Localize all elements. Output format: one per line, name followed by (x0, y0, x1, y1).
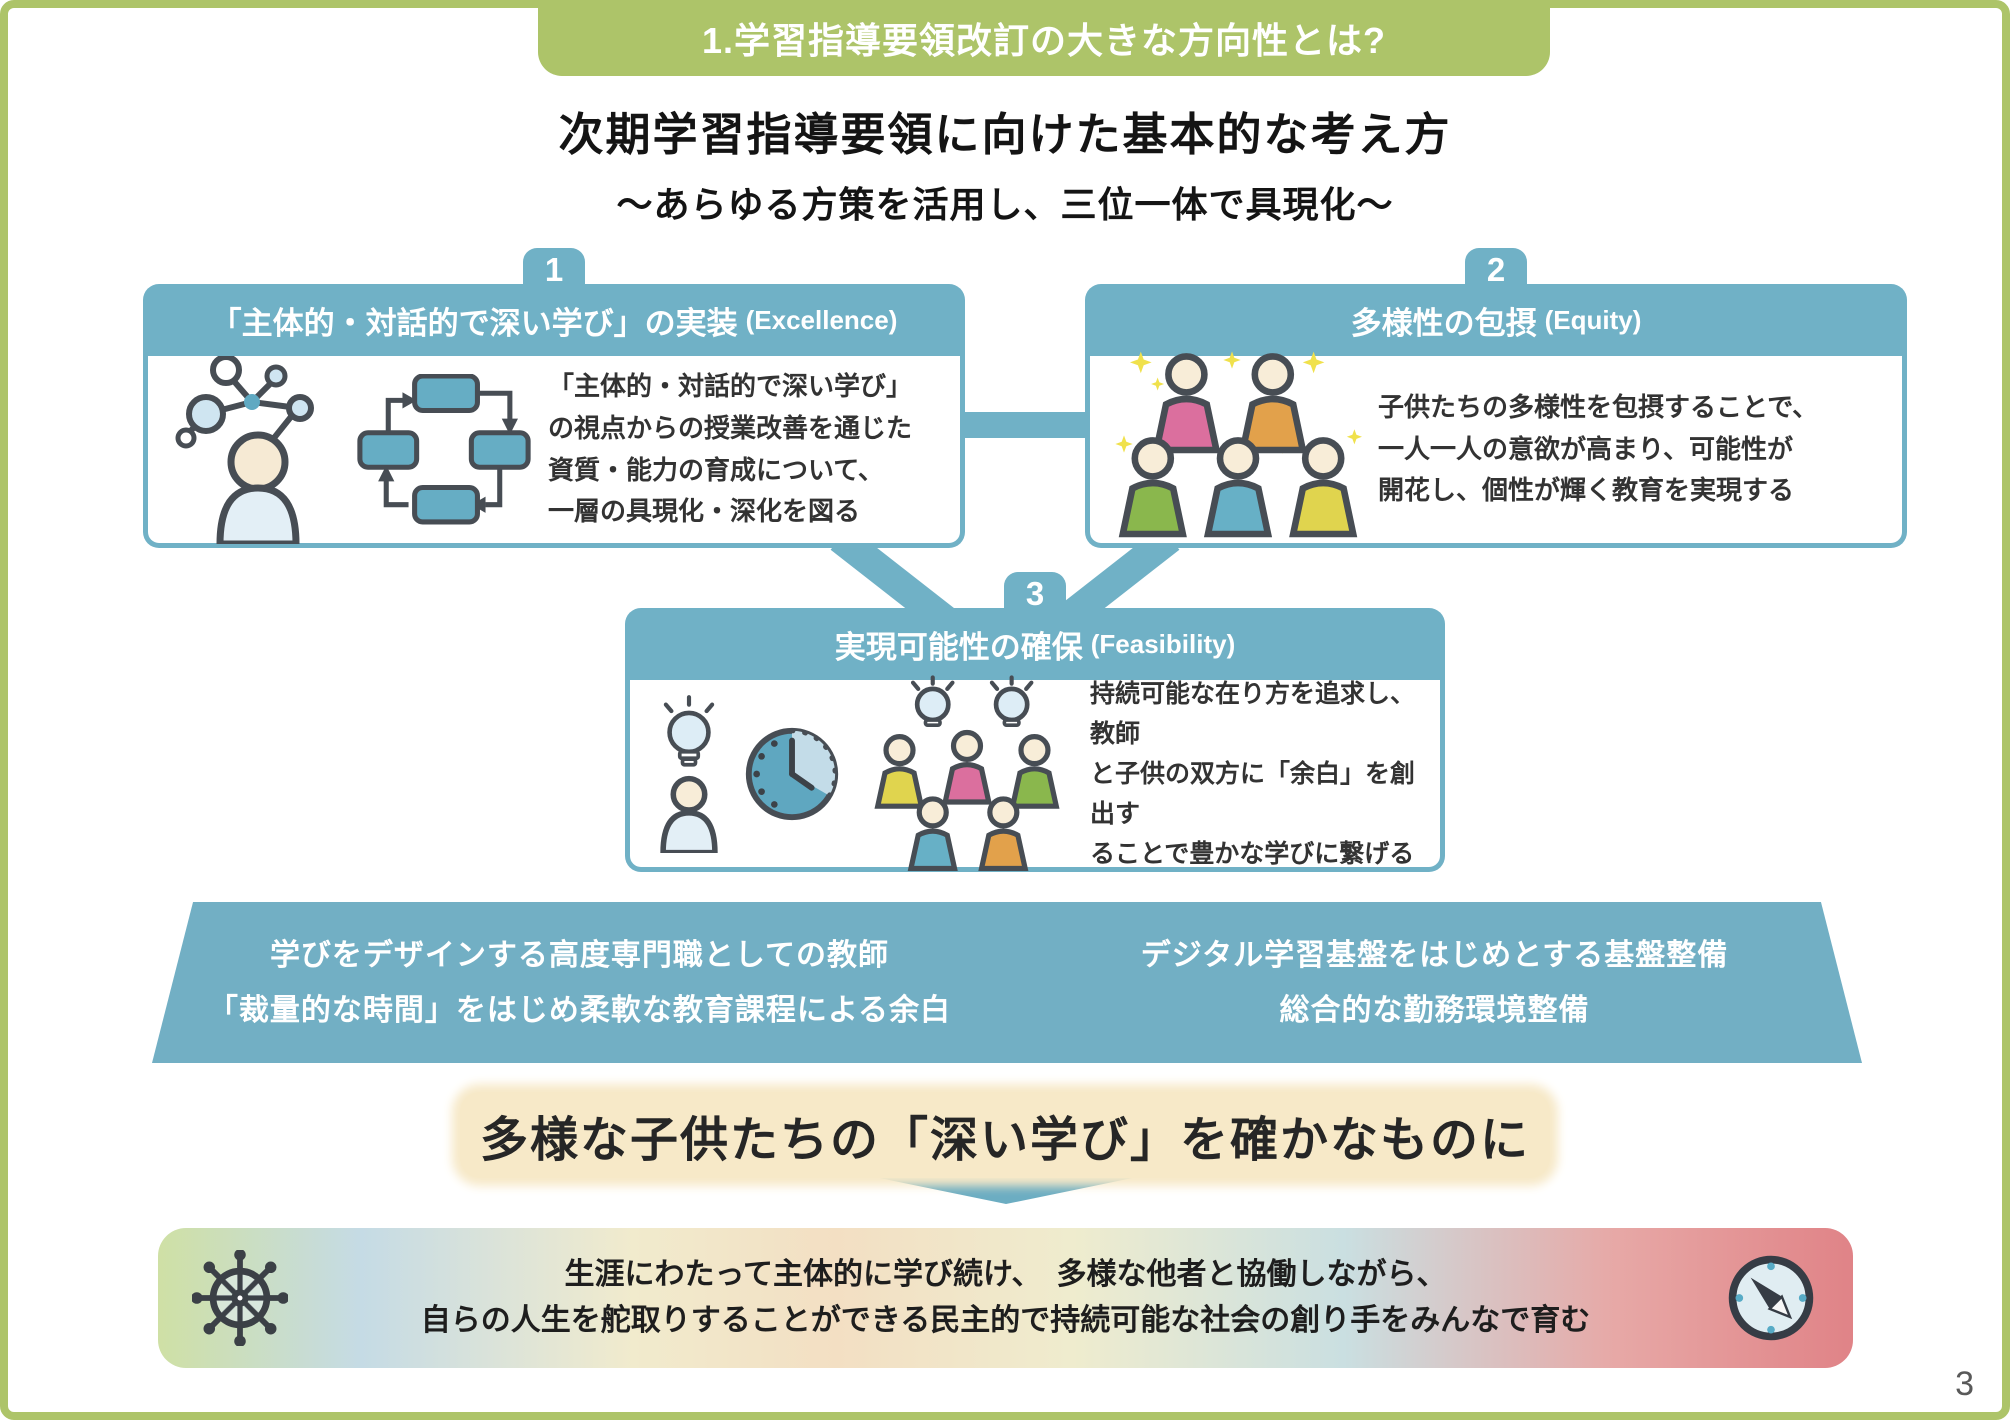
card1-title-en: (Excellence) (745, 304, 898, 335)
card3-text: 持続可能な在り方を追求し、教師 と子供の双方に「余白」を創出す ることで豊かな学… (1090, 679, 1416, 868)
ship-wheel-icon (192, 1250, 288, 1346)
network-person-icon (175, 355, 314, 544)
card2-title: 多様性の包摂 (1350, 305, 1537, 341)
goal-line-1: 生涯にわたって主体的に学び続け、 多様な他者と協働しながら、 (564, 1257, 1447, 1291)
foundation-item-work-environment: 総合的な勤務環境整備 (1279, 994, 1590, 1028)
card1-title: 「主体的・対話的で深い学び」の実装 (210, 305, 738, 341)
page-subtitle: 〜あらゆる方策を活用し、三位一体で具現化〜 (616, 184, 1394, 225)
foundation-item-digital: デジタル学習基盤をはじめとする基盤整備 (1140, 938, 1729, 972)
card3-number: 3 (1025, 575, 1045, 612)
card2-body: 子供たちの多様性を包摂することで、 一人一人の意欲が高まり、可能性が 開花し、個… (1085, 350, 1907, 548)
card3-title-en: (Feasibility) (1090, 628, 1236, 659)
idea-person-icon (660, 694, 718, 853)
card2-text: 子供たちの多様性を包摂することで、 一人一人の意欲が高まり、可能性が 開花し、個… (1378, 392, 1819, 506)
foundation-band: 学びをデザインする高度専門職としての教師 デジタル学習基盤をはじめとする基盤整備… (152, 902, 1862, 1063)
card3-icons (652, 674, 1076, 873)
card1-text: 「主体的・対話的で深い学び」 の視点からの授業改善を通じた 資質・能力の育成につ… (548, 371, 913, 527)
key-message: 多様な子供たちの「深い学び」を確かなものに (0, 1092, 2010, 1178)
foundation-row-1: 学びをデザインする高度専門職としての教師 デジタル学習基盤をはじめとする基盤整備 (152, 930, 1862, 974)
card1-body: 「主体的・対話的で深い学び」 の視点からの授業改善を通じた 資質・能力の育成につ… (143, 355, 965, 548)
group-ideas-icon (874, 674, 1060, 871)
card3-title: 実現可能性の確保 (834, 629, 1083, 665)
card1-header: 「主体的・対話的で深い学び」の実装 (Excellence) (143, 284, 965, 356)
key-message-text: 多様な子供たちの「深い学び」を確かなものに (459, 1092, 1550, 1178)
section-banner: 1.学習指導要領改訂の大きな方向性とは? (538, 0, 1550, 76)
card2-icons (1112, 348, 1364, 552)
section-banner-text: 1.学習指導要領改訂の大きな方向性とは? (701, 20, 1386, 61)
card-equity: 2 多様性の包摂 (Equity) (1085, 248, 1907, 548)
goal-line-2: 自らの人生を舵取りすることができる民主的で持続可能な社会の創り手をみんなで育む (420, 1304, 1591, 1337)
card3-body: 持続可能な在り方を追求し、教師 と子供の双方に「余白」を創出す ることで豊かな学… (625, 674, 1445, 872)
card3-header: 実現可能性の確保 (Feasibility) (625, 608, 1445, 680)
cycle-diagram-icon (357, 373, 531, 524)
connector-box1-box2 (950, 412, 1100, 438)
card-excellence: 1 「主体的・対話的で深い学び」の実装 (Excellence) (143, 248, 965, 548)
compass-icon (1728, 1255, 1814, 1341)
foundation-row-2: 「裁量的な時間」をはじめ柔軟な教育課程による余白 総合的な勤務環境整備 (152, 985, 1862, 1029)
diverse-children-icon (1115, 350, 1362, 537)
foundation-item-flexible-time: 「裁量的な時間」をはじめ柔軟な教育課程による余白 (207, 994, 952, 1028)
foundation-item-teacher: 学びをデザインする高度専門職としての教師 (269, 938, 890, 972)
goal-text: 生涯にわたって主体的に学び続け、 多様な他者と協働しながら、 自らの人生を舵取り… (314, 1252, 1697, 1345)
card1-icons (170, 355, 534, 544)
page-number: 3 (1955, 1365, 1974, 1403)
card2-header: 多様性の包摂 (Equity) (1085, 284, 1907, 356)
card2-number: 2 (1486, 251, 1506, 288)
goal-banner: 生涯にわたって主体的に学び続け、 多様な他者と協働しながら、 自らの人生を舵取り… (158, 1228, 1853, 1368)
page-title: 次期学習指導要領に向けた基本的な考え方 (558, 109, 1452, 160)
card2-title-en: (Equity) (1544, 304, 1642, 335)
clock-icon (745, 727, 839, 820)
card1-number: 1 (544, 251, 564, 288)
card-feasibility: 3 実現可能性の確保 (Feasibility) (625, 572, 1445, 872)
